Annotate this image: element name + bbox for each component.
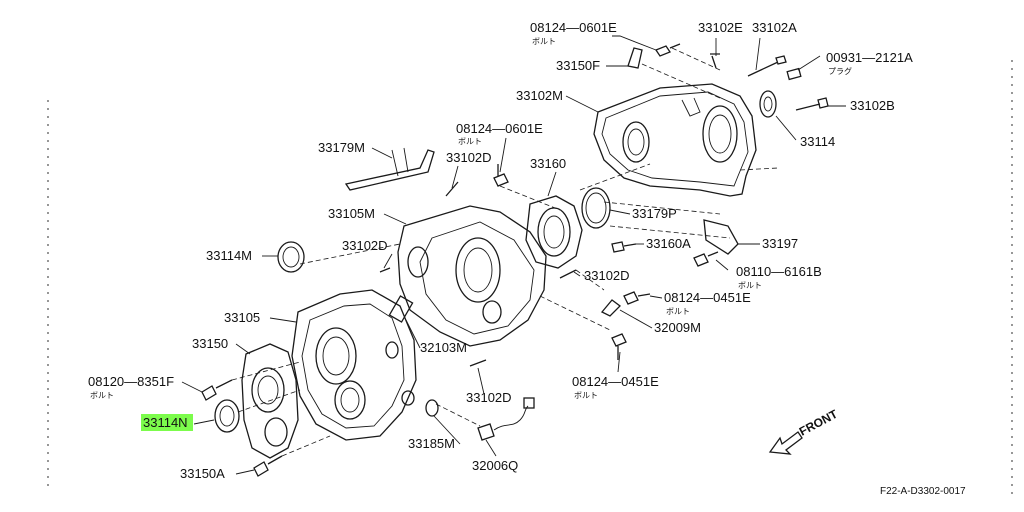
part-label[interactable]: 33102D [446, 150, 492, 165]
dowel-33102D[interactable] [379, 181, 577, 367]
part-label[interactable]: 08120—8351F [88, 374, 174, 389]
part-label[interactable]: 33197 [762, 236, 798, 251]
clip-33150F[interactable] [627, 47, 643, 69]
part-label[interactable]: 33102E [698, 20, 743, 35]
part-label[interactable]: 33102M [516, 88, 563, 103]
bracket-33197[interactable] [703, 219, 739, 255]
part-label[interactable]: 08124—0601E [530, 20, 617, 35]
part-label[interactable]: 33105 [224, 310, 260, 325]
front-label: FRONT [797, 407, 841, 439]
clip-32009M[interactable] [600, 299, 621, 317]
part-label[interactable]: 33102B [850, 98, 895, 113]
bolt-33160A[interactable] [611, 241, 637, 253]
part-labels: 08124—0601E ボルト 33102E 33102A 00931—2121… [88, 20, 913, 481]
part-label[interactable]: 33114 [800, 134, 835, 149]
bolt-top-08124[interactable] [655, 43, 681, 57]
part-label[interactable]: 08124—0451E [572, 374, 659, 389]
part-label[interactable]: 08124—0601E [456, 121, 543, 136]
page-border-marks [47, 60, 1013, 500]
part-label[interactable]: 33150A [180, 466, 225, 481]
drawing-reference: F22-A-D3302-0017 [880, 486, 966, 497]
part-label[interactable]: 33102D [466, 390, 512, 405]
part-sublabel: プラグ [828, 66, 852, 76]
part-sublabel: ボルト [532, 37, 556, 46]
part-label[interactable]: 33150F [556, 58, 600, 73]
bolt-08120[interactable] [201, 379, 233, 401]
seal-33114N[interactable] [214, 399, 240, 433]
part-label[interactable]: 33114M [206, 248, 252, 263]
leader-lines [181, 35, 846, 475]
part-label[interactable]: 33150 [192, 336, 228, 351]
part-label[interactable]: 32103M [420, 340, 467, 355]
plug-00931[interactable] [786, 67, 802, 81]
switch-32006Q[interactable] [477, 397, 535, 441]
part-sublabel: ボルト [574, 391, 598, 400]
bolt-mid-08124[interactable] [493, 164, 509, 187]
part-label[interactable]: 00931—2121A [826, 50, 913, 65]
transfer-case-33105[interactable] [291, 289, 417, 441]
part-label[interactable]: 33160A [646, 236, 691, 251]
seal-33185M[interactable] [425, 399, 439, 417]
rear-extension-housing[interactable] [593, 83, 757, 197]
pin-33102E[interactable] [710, 53, 720, 69]
part-label[interactable]: 33102A [752, 20, 797, 35]
seal-33114M[interactable] [277, 241, 305, 273]
shift-rod-33179M[interactable] [344, 147, 435, 191]
bearing-retainer-33160[interactable] [525, 195, 583, 269]
part-label[interactable]: 33102D [342, 238, 388, 253]
part-label[interactable]: 08124—0451E [664, 290, 751, 305]
bolt-33102A[interactable] [747, 55, 787, 77]
part-label-highlighted[interactable]: 33114N [143, 415, 188, 430]
front-arrow [768, 431, 803, 455]
part-sublabel: ボルト [458, 137, 482, 146]
part-label[interactable]: 32006Q [472, 458, 518, 473]
bolt-33150A[interactable] [253, 455, 283, 477]
part-highlight [141, 414, 193, 431]
cover-plate-33150[interactable] [241, 343, 299, 459]
ring-33179P[interactable] [581, 187, 611, 229]
part-label[interactable]: 33179P [632, 206, 677, 221]
part-label[interactable]: 32009M [654, 320, 701, 335]
adapter-housing-33105M[interactable] [397, 205, 547, 347]
part-label[interactable]: 33105M [328, 206, 375, 221]
part-sublabel: ボルト [738, 281, 762, 290]
bolt-08110[interactable] [693, 251, 719, 267]
assembly-lines [231, 47, 779, 457]
part-sublabel: ボルト [90, 391, 114, 400]
part-label[interactable]: 33160 [530, 156, 566, 171]
sensor-32103M[interactable] [388, 295, 414, 323]
part-label[interactable]: 33179M [318, 140, 365, 155]
bolt-33102B[interactable] [795, 97, 829, 111]
part-label[interactable]: 33102D [584, 268, 630, 283]
bolt-right-08124[interactable] [623, 291, 651, 305]
part-sublabel: ボルト [666, 307, 690, 316]
seal-33114[interactable] [759, 90, 777, 118]
part-label[interactable]: 08110—6161B [736, 264, 822, 279]
part-label[interactable]: 33185M [408, 436, 455, 451]
bolt-lower-08124[interactable] [611, 333, 627, 360]
